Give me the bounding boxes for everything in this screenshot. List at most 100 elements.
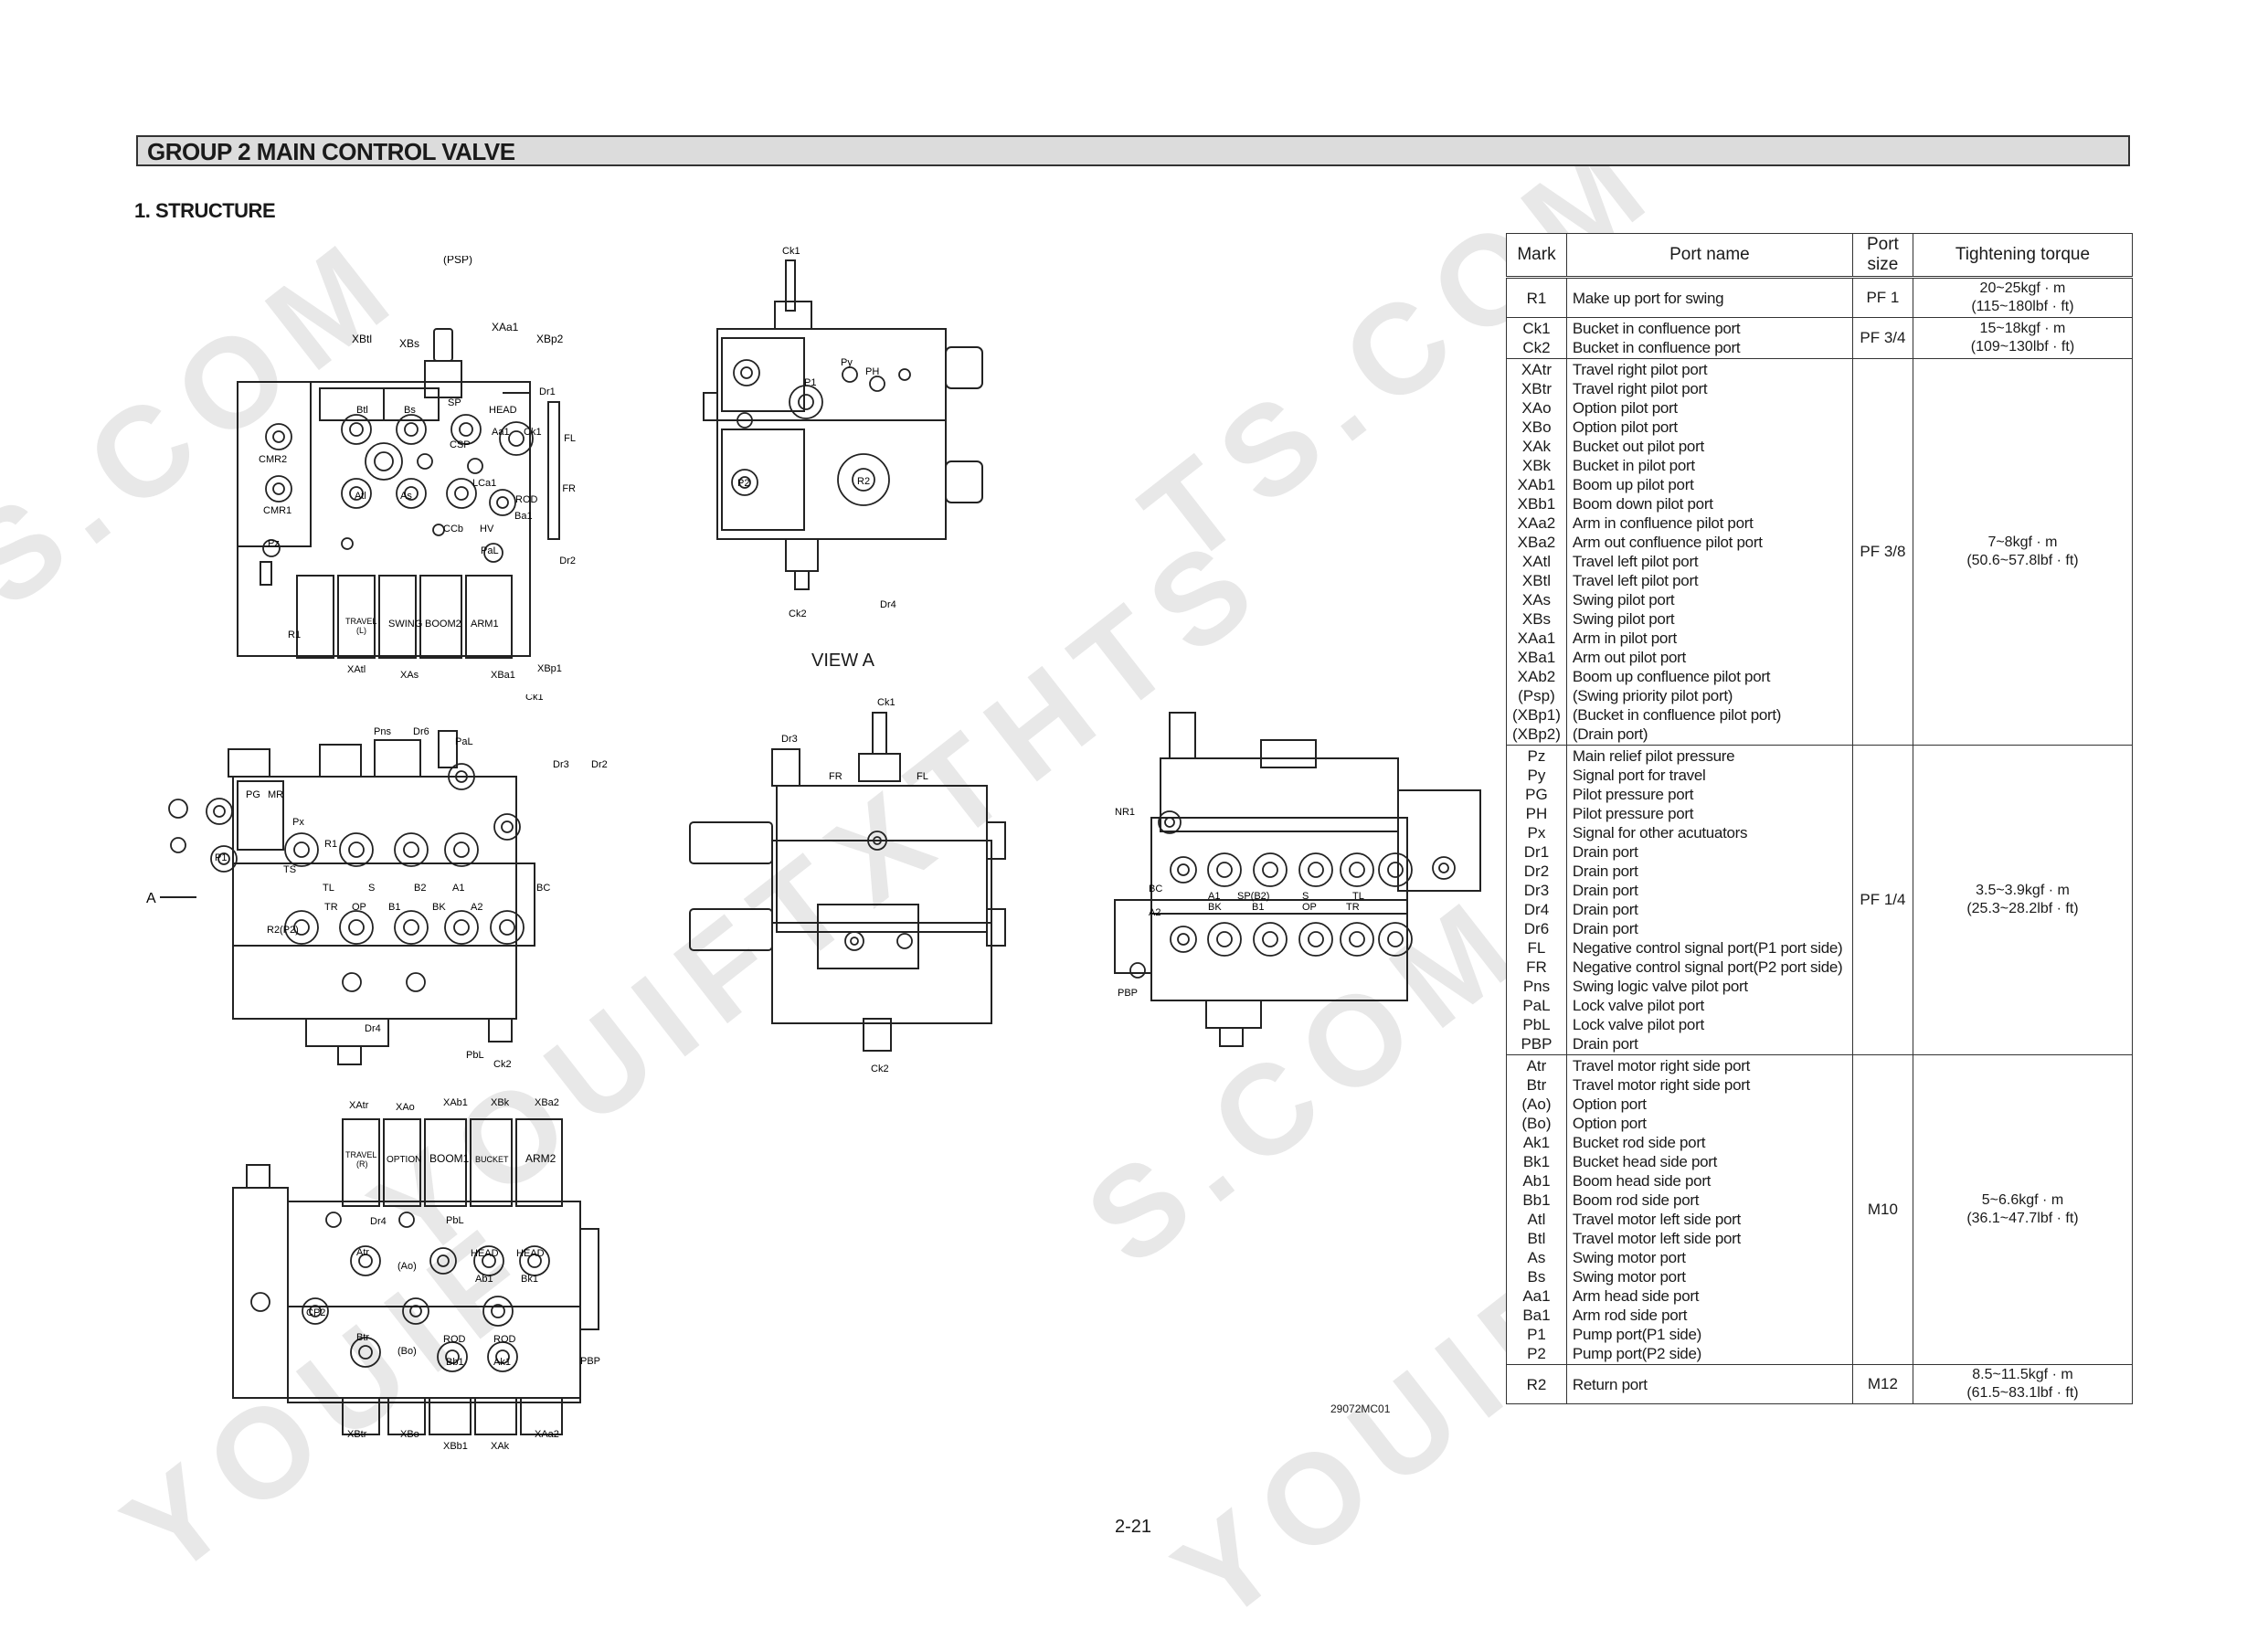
port-name-text: Bucket head side port <box>1572 1153 1718 1170</box>
label-fr: FR <box>829 771 843 782</box>
port-name-text: Main relief pilot pressure <box>1572 747 1735 765</box>
valve-bottom-view-diagram: NR1 BC A1 SP(B2) S TL A2 BK B1 OP TR PBP <box>1114 712 1481 1047</box>
label-rod-b: ROD <box>493 1334 516 1345</box>
cell-mark: R2 <box>1506 1364 1567 1404</box>
label-as: As <box>400 491 412 502</box>
header-tightening-torque: Tightening torque <box>1912 233 2134 278</box>
label-fl: FL <box>564 433 576 444</box>
port-name-text: (Bucket in confluence pilot port) <box>1572 706 1782 724</box>
label-bk: BK <box>1208 902 1222 913</box>
mark-text: Atl <box>1527 1211 1546 1228</box>
label-ck1: Ck1 <box>525 694 544 703</box>
label-b1: B1 <box>388 902 400 913</box>
mark-text: XBtr <box>1521 380 1552 397</box>
label-mr: MR <box>268 789 283 800</box>
port-name-text: Arm out confluence pilot port <box>1572 534 1763 551</box>
label-b2: B2 <box>414 883 426 894</box>
port-name-text: Travel left pilot port <box>1572 572 1699 589</box>
port-name-text: Negative control signal port(P2 port sid… <box>1572 958 1843 976</box>
label-csp: CSP <box>450 439 471 450</box>
label-option: OPTION <box>387 1155 421 1165</box>
cell-port-name: Return port <box>1565 1364 1853 1404</box>
cell-port-size: PF 1 <box>1851 276 1913 318</box>
cell-port-size: PF 3/8 <box>1851 358 1913 746</box>
label-ph: PH <box>865 366 879 377</box>
port-name-text: Boom head side port <box>1572 1172 1712 1190</box>
torque-text: 20~25kgf · m <box>1979 280 2066 296</box>
label-pbp: PBP <box>580 1356 600 1367</box>
label-head-b: HEAD <box>516 1248 545 1259</box>
label-ba1: Ba1 <box>514 511 533 522</box>
label-dr6: Dr6 <box>413 726 429 737</box>
port-name-text: Boom up pilot port <box>1572 476 1694 493</box>
torque-text: 8.5~11.5kgf · m <box>1972 1367 2073 1382</box>
label-arm1: ARM1 <box>471 619 499 630</box>
label-bc: BC <box>536 883 550 894</box>
label-rod-a: ROD <box>443 1334 466 1345</box>
header-port-name: Port name <box>1565 233 1853 278</box>
mark-text: XAs <box>1521 591 1552 609</box>
label-xbo: XBo <box>400 1429 419 1440</box>
label-dr3: Dr3 <box>553 759 569 770</box>
mark-text: XBtl <box>1521 572 1552 589</box>
label-xbtr: XBtr <box>347 1429 367 1440</box>
cell-port-size: PF 1/4 <box>1851 745 1913 1055</box>
label-ts: TS <box>283 864 296 875</box>
port-name-text: Option port <box>1572 1095 1647 1113</box>
valve-top-view-diagram: (PSP) XBtl XBs XAa1 XBp2 Btl Bs SP HEAD … <box>237 256 576 681</box>
cell-torque: 3.5~3.9kgf · m(25.3~28.2lbf · ft) <box>1912 745 2134 1055</box>
label-pz: Pz <box>268 538 280 549</box>
mark-text: XAtl <box>1521 553 1552 570</box>
label-xas: XAs <box>400 670 419 681</box>
label-cp2: CP2 <box>306 1307 325 1318</box>
port-name-text: Boom rod side port <box>1572 1191 1700 1209</box>
label-arm2: ARM2 <box>525 1152 556 1165</box>
mark-text: P2 <box>1527 1345 1546 1362</box>
port-name-text: Pilot pressure port <box>1572 805 1694 822</box>
label-xbk: XBk <box>491 1097 510 1108</box>
label-dr4: Dr4 <box>370 1216 387 1227</box>
mark-text: FL <box>1527 939 1546 957</box>
label-xaa2: XAa2 <box>535 1429 559 1440</box>
port-name-text: Lock valve pilot port <box>1572 1016 1704 1033</box>
port-name-text: Bucket in confluence port <box>1572 339 1741 356</box>
torque-text: (36.1~47.7lbf · ft) <box>1966 1211 2079 1226</box>
port-name-text: Drain port <box>1572 901 1638 918</box>
label-ck1: Ck1 <box>782 247 800 257</box>
mark-text: Btl <box>1527 1230 1546 1247</box>
label-psp: (PSP) <box>443 256 472 266</box>
cell-port-size: M10 <box>1851 1054 1913 1365</box>
mark-text: Atr <box>1526 1057 1547 1074</box>
section-title: 1. STRUCTURE <box>134 199 276 222</box>
label-op: OP <box>1302 902 1317 913</box>
mark-text: As <box>1527 1249 1546 1266</box>
cell-mark: R1 <box>1506 276 1567 318</box>
port-name-text: Travel left pilot port <box>1572 553 1699 570</box>
port-name-text: Return port <box>1572 1375 1648 1393</box>
cell-torque: 7~8kgf · m(50.6~57.8lbf · ft) <box>1912 358 2134 746</box>
mark-text: Dr2 <box>1523 863 1550 880</box>
label-xba1: XBa1 <box>491 670 515 681</box>
label-a-arrow: A <box>146 891 156 906</box>
port-name-text: Bucket rod side port <box>1572 1134 1706 1151</box>
label-travel-r: TRAVEL <box>345 1150 376 1159</box>
label-pbp: PBP <box>1118 988 1138 999</box>
label-xatl: XAtl <box>347 664 366 675</box>
port-name-text: Signal port for travel <box>1572 767 1706 784</box>
mark-text: Bb1 <box>1522 1191 1551 1209</box>
drawing-number: 29072MC01 <box>1330 1402 1391 1415</box>
label-ck2: Ck2 <box>871 1064 889 1074</box>
port-name-text: Boom up confluence pilot port <box>1572 668 1771 685</box>
label-s: S <box>1302 891 1309 902</box>
mark-text: Pns <box>1522 978 1551 995</box>
mark-text: Dr1 <box>1523 843 1550 861</box>
mark-text: Aa1 <box>1522 1287 1551 1305</box>
label-dr4: Dr4 <box>880 599 896 610</box>
torque-text: (50.6~57.8lbf · ft) <box>1966 553 2079 568</box>
